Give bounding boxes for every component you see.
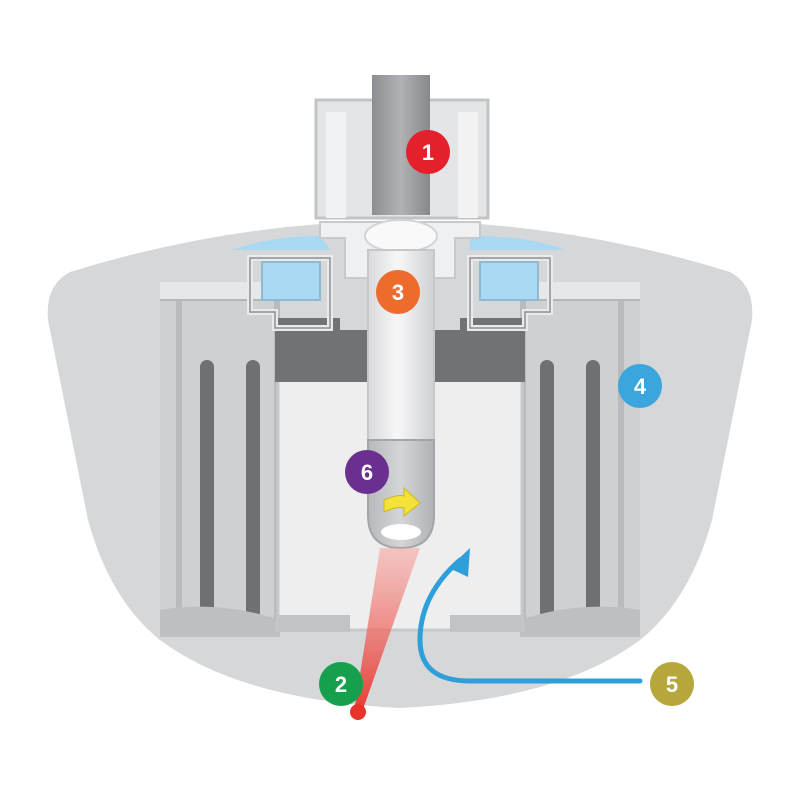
marker-2-label: 2 [335,672,347,697]
marker-2-badge [319,662,363,706]
marker-2-light-beam-origin: 2 [319,662,363,706]
marker-3-badge [376,270,420,314]
marker-1-badge [406,130,450,174]
marker-3-central-rod: 3 [376,270,420,314]
marker-5-badge [650,662,694,706]
glass-seats [232,236,565,301]
marker-3-label: 3 [392,280,404,305]
beam-origin-dot [350,704,366,720]
flow-path-arrow [417,548,643,684]
numbered-markers: 1 2 3 4 5 6 [319,130,694,706]
marker-6-badge [345,450,389,494]
marker-1-label: 1 [422,140,434,165]
light-beam [354,548,420,712]
marker-6-label: 6 [361,460,373,485]
marker-4-outer-housing-ribs: 4 [618,364,662,408]
rotation-arrow-icon [383,486,421,518]
marker-6-rotating-tip: 6 [345,450,389,494]
marker-1-upper-stem-assembly: 1 [406,130,450,174]
marker-4-label: 4 [634,374,647,399]
marker-5-label: 5 [666,672,678,697]
upper-stem-assembly [314,75,490,279]
marker-4-badge [618,364,662,408]
marker-5-flow-path-arrow: 5 [650,662,694,706]
